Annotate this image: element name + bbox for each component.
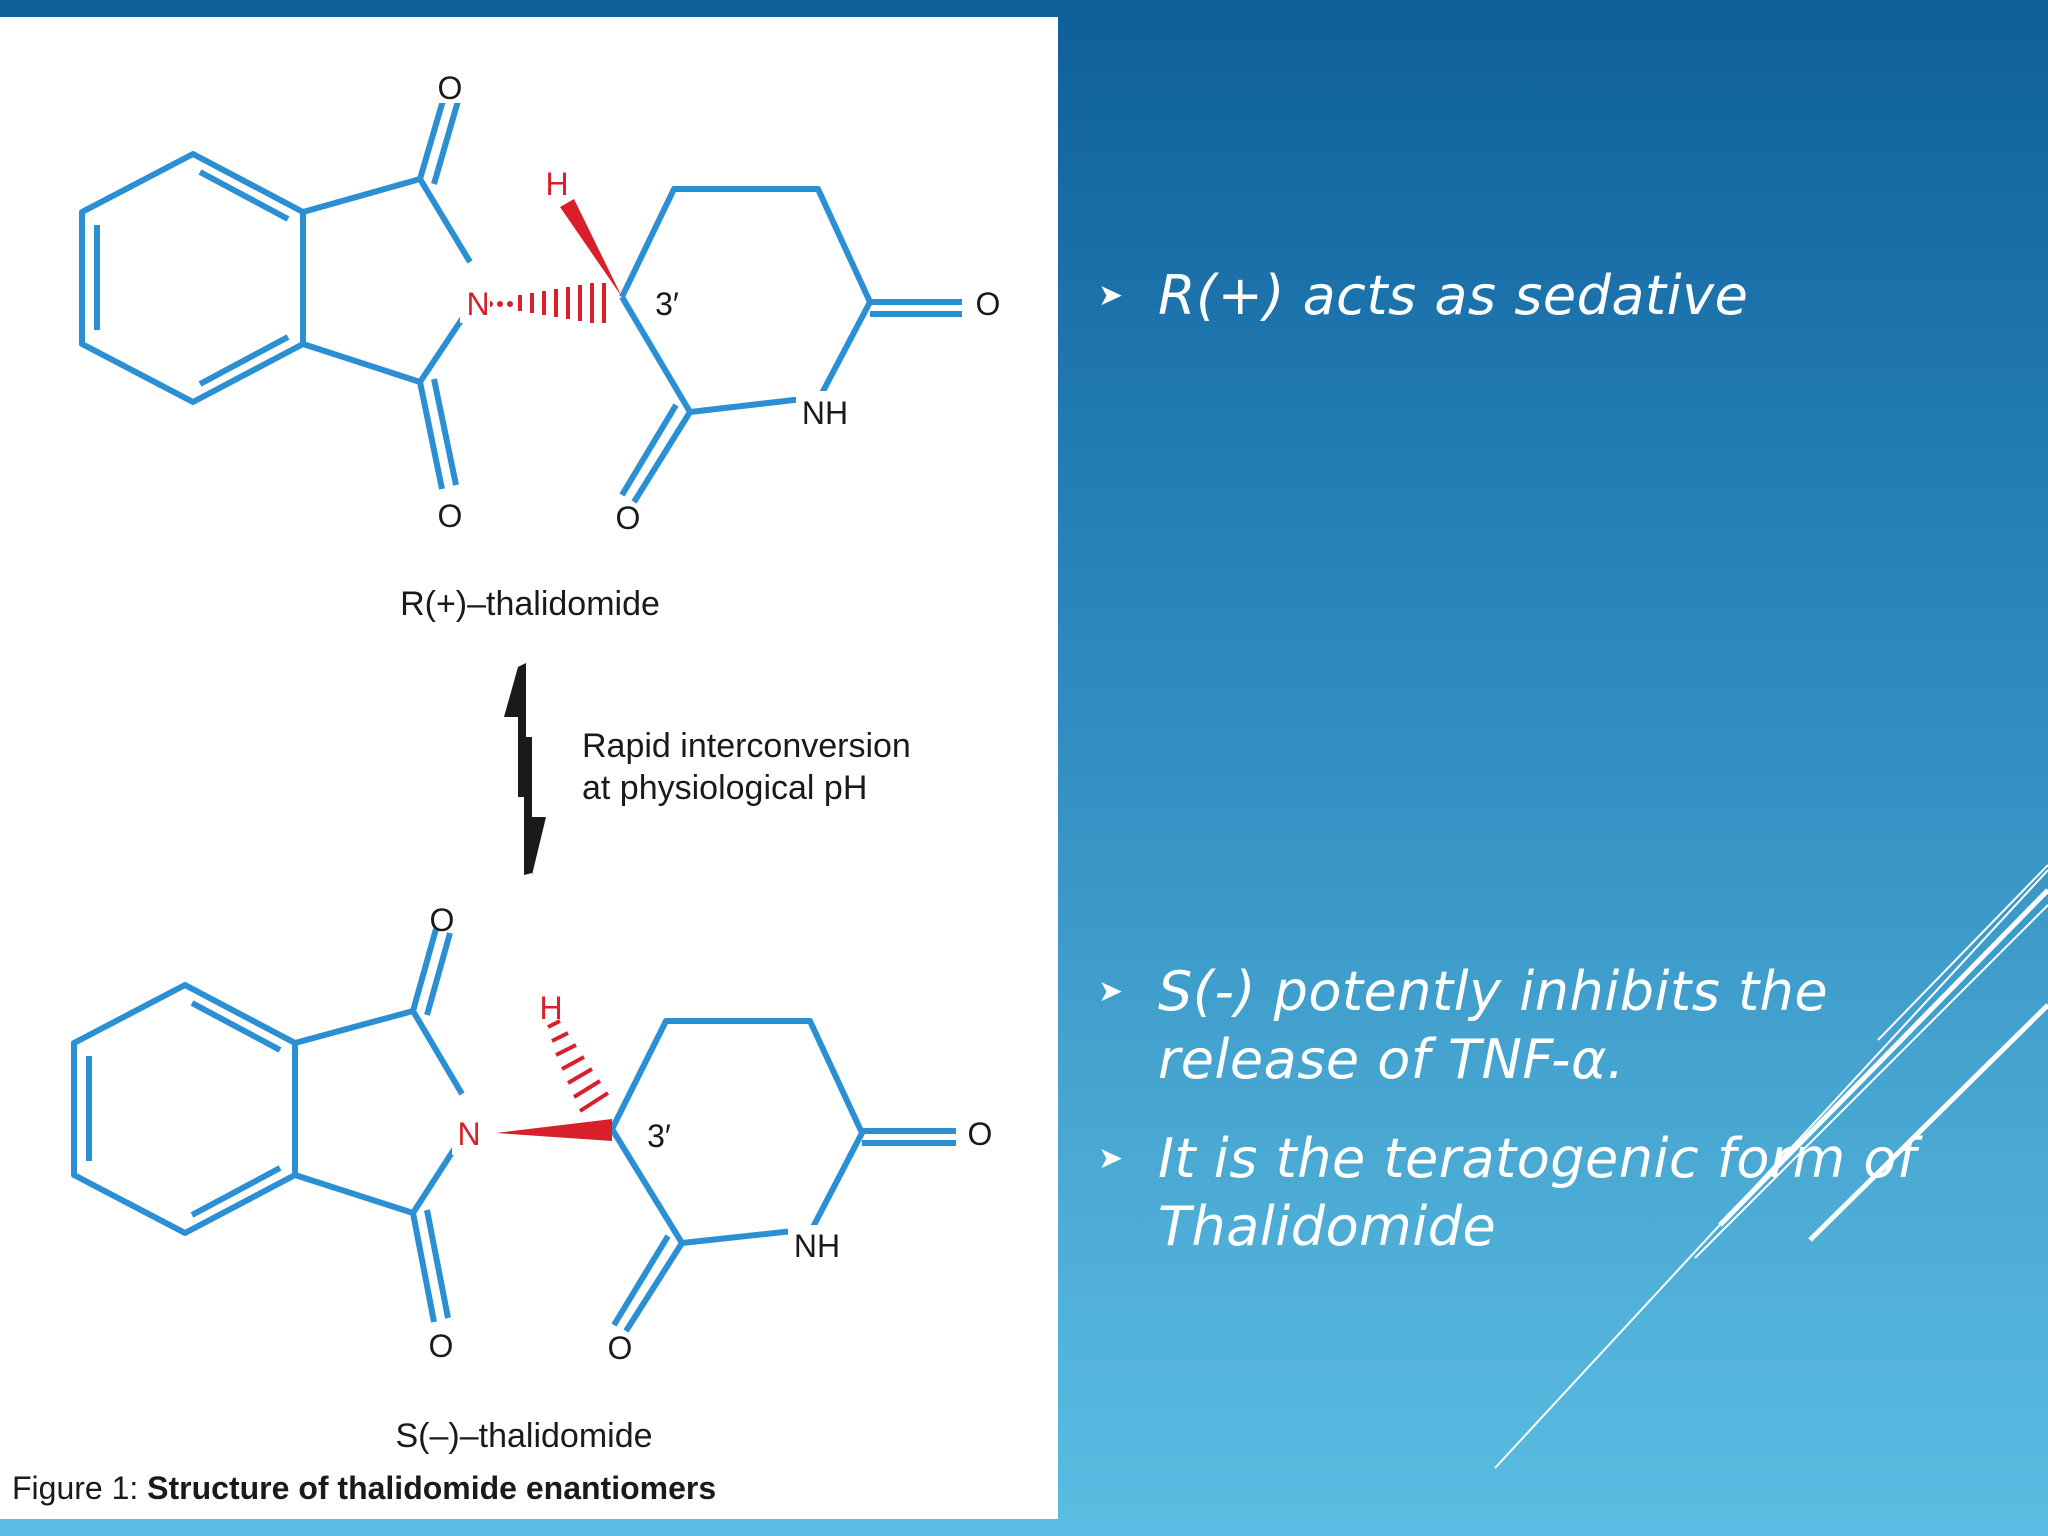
r-atom-labels: O O O O N NH H 3′ [434,69,1002,536]
s-h-atom: H [539,990,562,1026]
equilibrium-note-line2: at physiological pH [582,769,867,807]
r-o-right: O [976,286,1001,322]
s-nh-atom: NH [794,1228,840,1264]
equilibrium-note-line1: Rapid interconversion [582,727,911,765]
s-thalidomide-label: S(–)–thalidomide [395,1417,652,1455]
s-stereo-label: 3′ [647,1118,671,1154]
r-stereo-label: 3′ [655,286,679,322]
equilibrium-arrow [504,663,546,875]
r-nh-atom: NH [802,395,848,431]
arrow-bullet-icon: ➤ [1098,1141,1124,1176]
bullet-item: ➤ R(+) acts as sedative [1098,262,1958,330]
figure-caption: Figure 1: Structure of thalidomide enant… [12,1470,716,1506]
r-n-atom: N [466,286,489,322]
thalidomide-figure: O O O O N NH H 3′ R(+)–thalidomide Rapid… [0,17,1058,1519]
arrow-bullet-icon: ➤ [1098,974,1124,1009]
s-benzene-ring [71,982,298,1236]
s-o-right: O [968,1116,993,1152]
r-stereo-bonds [487,199,622,323]
r-benzene-ring [79,151,306,405]
bullet-item: ➤ It is the teratogenic form of Thalidom… [1098,1125,1958,1261]
s-o-top: O [430,902,455,938]
r-thalidomide-structure [79,96,962,504]
r-h-atom: H [545,166,568,202]
r-thalidomide-label: R(+)–thalidomide [400,585,660,623]
s-n-atom: N [457,1116,480,1152]
bullet-text: S(-) potently inhibits the release of TN… [1158,960,1829,1091]
bullet-text: R(+) acts as sedative [1158,264,1749,327]
bullet-item: ➤ S(-) potently inhibits the release of … [1098,958,1958,1094]
s-stereo-bonds [496,1019,612,1141]
thalidomide-structure-diagram: O O O O N NH H 3′ R(+)–thalidomide Rapid… [12,69,1002,1506]
r-o-bottom-right: O [616,500,641,536]
s-thalidomide-structure [71,928,956,1333]
s-atom-labels: O O O O N NH H 3′ [429,902,996,1366]
r-o-top: O [438,70,463,106]
figure-caption-prefix: Figure 1: [12,1470,147,1506]
r-o-bottom-left: O [438,498,463,534]
s-o-bottom-left: O [429,1328,454,1364]
figure-caption-title: Structure of thalidomide enantiomers [147,1470,716,1506]
bullet-text: It is the teratogenic form of Thalidomid… [1158,1127,1917,1258]
arrow-bullet-icon: ➤ [1098,278,1124,313]
s-o-bottom-right: O [608,1330,633,1366]
